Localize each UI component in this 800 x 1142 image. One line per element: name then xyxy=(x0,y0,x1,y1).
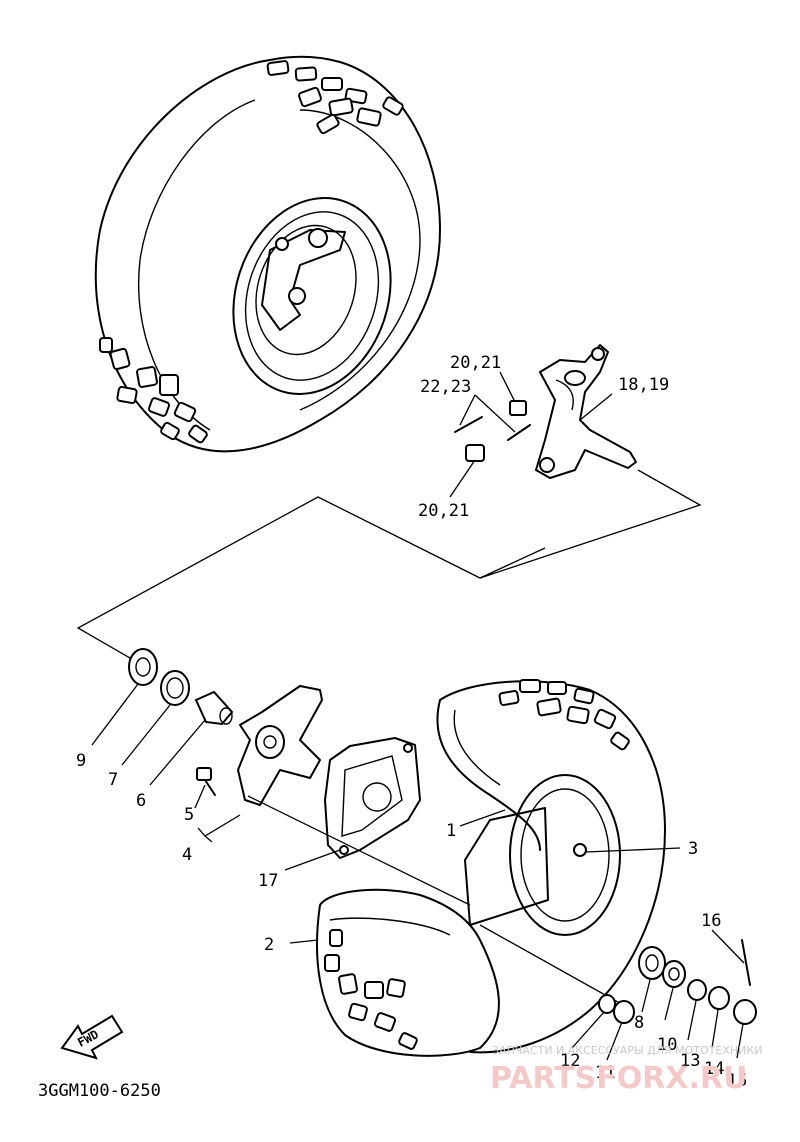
label-14: 14 xyxy=(704,1059,724,1079)
washer-icon xyxy=(708,986,730,1010)
label-20-21-bottom: 20,21 xyxy=(418,501,469,521)
valve-stem-icon xyxy=(573,843,587,857)
cotter-pin-icon xyxy=(507,424,531,441)
axle-hardware xyxy=(598,939,757,1025)
steering-knuckle xyxy=(535,344,637,479)
hub-stud-icon xyxy=(308,228,328,248)
label-20-21-top: 20,21 xyxy=(450,353,501,373)
watermark-subtitle: ЗАПЧАСТИ И АКСЕССУАРЫ ДЛЯ МОТОТЕХНИКИ xyxy=(492,1044,762,1057)
lower-wheel xyxy=(316,679,666,1057)
label-15: 15 xyxy=(727,1071,747,1091)
watermark-brand: PARTSFORX.RU xyxy=(490,1061,747,1096)
label-6: 6 xyxy=(136,791,146,811)
castle-nut-icon xyxy=(509,400,527,416)
hub-stud-icon xyxy=(275,237,289,251)
label-4: 4 xyxy=(182,845,192,865)
castle-nut-icon xyxy=(465,444,485,462)
hub-stud-icon xyxy=(288,287,306,305)
label-17: 17 xyxy=(258,871,278,891)
fwd-arrow-icon: FWD xyxy=(60,1014,124,1060)
label-10: 10 xyxy=(657,1035,677,1055)
washer-icon xyxy=(598,994,616,1014)
cotter-pin-icon xyxy=(454,416,483,433)
lower-tread-blocks xyxy=(324,679,630,1050)
nut-icon xyxy=(613,1000,635,1024)
upper-tread-blocks xyxy=(99,60,404,444)
label-12: 12 xyxy=(560,1051,580,1071)
hub-components xyxy=(128,648,323,806)
seal-icon xyxy=(662,960,686,988)
bearing-icon xyxy=(160,670,190,706)
label-2: 2 xyxy=(264,935,274,955)
upper-wheel xyxy=(94,55,441,453)
brake-disc-plate xyxy=(324,737,421,859)
axle-nut-icon xyxy=(733,999,757,1025)
spacer-icon xyxy=(687,979,707,1001)
cotter-pins-and-nuts xyxy=(449,371,613,498)
label-7: 7 xyxy=(108,770,118,790)
callout-labels: 20,21 22,23 18,19 20,21 9 7 6 5 4 17 1 3… xyxy=(38,353,747,1101)
label-9: 9 xyxy=(76,751,86,771)
label-18-19: 18,19 xyxy=(618,375,669,395)
label-3: 3 xyxy=(688,839,698,859)
bearing-icon xyxy=(638,946,666,980)
oil-seal-icon xyxy=(128,648,158,686)
label-13: 13 xyxy=(680,1051,700,1071)
label-11: 11 xyxy=(595,1063,615,1083)
watermark: ЗАПЧАСТИ И АКСЕССУАРЫ ДЛЯ МОТОТЕХНИКИ PA… xyxy=(490,1044,762,1096)
label-1: 1 xyxy=(446,821,456,841)
spacer-icon xyxy=(194,690,234,726)
diagram-code: 3GGM100-6250 xyxy=(38,1081,161,1101)
label-5: 5 xyxy=(184,805,194,825)
label-16: 16 xyxy=(701,911,721,931)
label-8: 8 xyxy=(634,1013,644,1033)
label-22-23: 22,23 xyxy=(420,377,471,397)
front-hub-icon xyxy=(237,685,323,806)
cotter-pin-icon xyxy=(741,939,751,986)
hub-bolt-icon xyxy=(196,767,212,781)
label-leaders xyxy=(91,683,745,1061)
